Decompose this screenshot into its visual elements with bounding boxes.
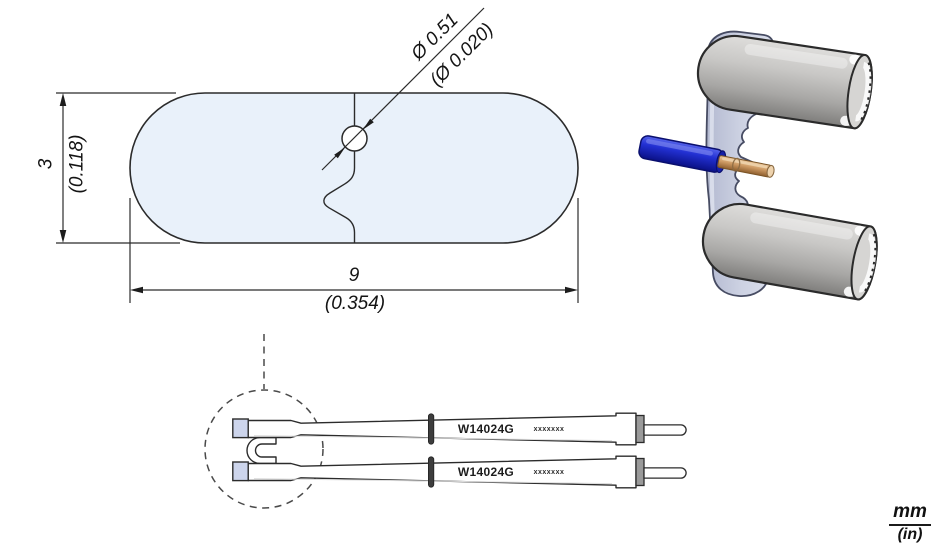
wire-insulation-highlight [646, 138, 713, 156]
length-value-in: (0.354) [325, 293, 385, 314]
end-face-highlight [858, 233, 877, 293]
cylinder-top-sheen [744, 43, 848, 69]
heater-cylinder-bottom [701, 202, 878, 301]
wire [638, 135, 775, 178]
detail-callout-circle [204, 389, 324, 509]
cylinder-top-sheen [750, 212, 853, 240]
dimension-arrow-left [130, 286, 143, 294]
blade-split-line-wavy [323, 151, 356, 243]
hole-arrow-lower [334, 147, 346, 159]
blade-hole-rim [731, 157, 741, 172]
cartridge-top-model: W14024G [458, 422, 514, 436]
dimension-arrow-down [59, 230, 67, 243]
blade-hole [341, 125, 368, 152]
hole-arrow-upper [362, 118, 374, 130]
end-face-highlight [855, 61, 872, 122]
wire-conductor-highlight [722, 157, 768, 169]
tip-bend [246, 436, 277, 465]
dimension-arrow-up [59, 93, 67, 106]
dimension-arrow-right [565, 286, 578, 294]
wire-conductor-tip [766, 164, 775, 178]
cartridge-3d-render [638, 30, 878, 301]
units-primary: mm [889, 501, 931, 526]
hole-leader-line [321, 7, 485, 171]
blade-dimension-drawing: 3 (0.118) 9 (0.354) Ø 0.51 (Ø 0.020) [36, 7, 579, 314]
units-note: mm (in) [882, 501, 936, 544]
cartridge-bottom-model: W14024G [458, 465, 514, 479]
height-value-mm: 3 [36, 158, 57, 169]
length-dimension [129, 198, 579, 303]
height-dimension [56, 92, 180, 244]
cartridge-side-view-drawing: W14024G xxxxxxx W14024G xxxxxxx [204, 334, 687, 509]
heater-cylinder-top [696, 34, 873, 130]
cartridge-top-serial: xxxxxxx [534, 426, 565, 433]
height-value-in: (0.118) [67, 135, 88, 194]
cartridge-bottom-serial: xxxxxxx [534, 469, 565, 476]
units-secondary: (in) [897, 525, 923, 543]
length-value-mm: 9 [349, 265, 360, 286]
